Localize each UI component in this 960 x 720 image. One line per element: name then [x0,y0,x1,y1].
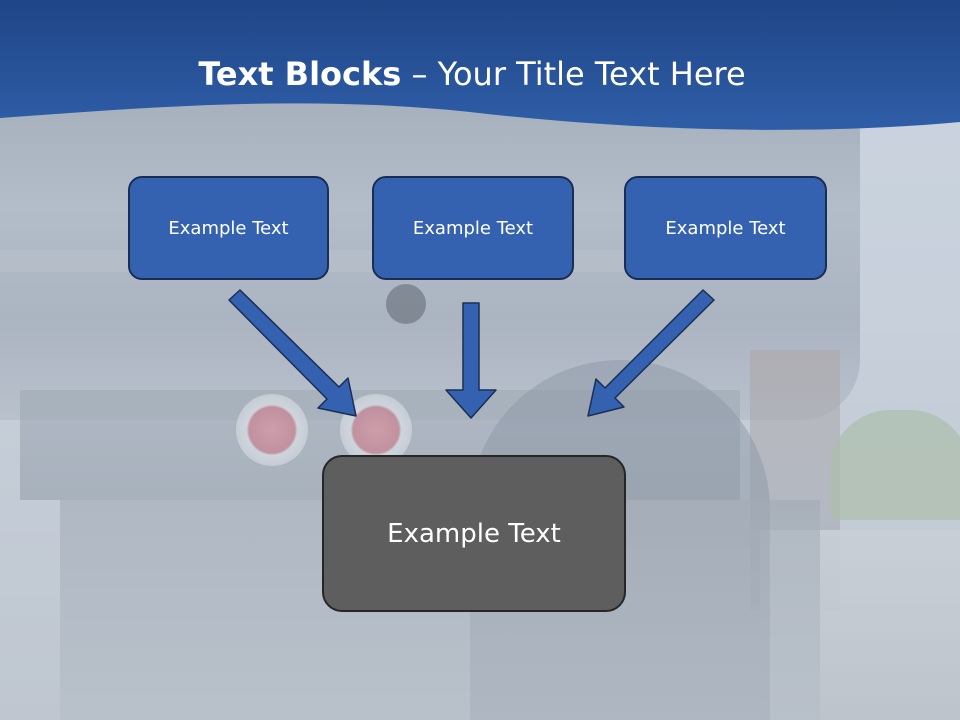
header-wave [0,0,960,130]
text-block-1-label: Example Text [168,217,289,239]
header-band: Text Blocks – Your Title Text Here [0,0,960,140]
page-title: Text Blocks – Your Title Text Here [0,52,944,96]
target-text-block-label: Example Text [387,518,561,549]
tail-light-left [236,394,308,466]
arrow-middle [445,302,497,419]
arrow-right [587,289,715,417]
title-rest: Your Title Text Here [437,55,746,93]
text-block-3[interactable]: Example Text [624,176,827,280]
title-bold: Text Blocks [198,55,402,93]
background-trees [830,410,960,520]
background-knob [386,284,426,324]
title-separator: – [401,55,438,93]
arrow-left [228,289,357,417]
text-block-3-label: Example Text [665,217,786,239]
text-block-2[interactable]: Example Text [372,176,574,280]
text-block-2-label: Example Text [412,217,534,239]
text-block-1[interactable]: Example Text [128,176,329,280]
target-text-block[interactable]: Example Text [322,455,626,612]
